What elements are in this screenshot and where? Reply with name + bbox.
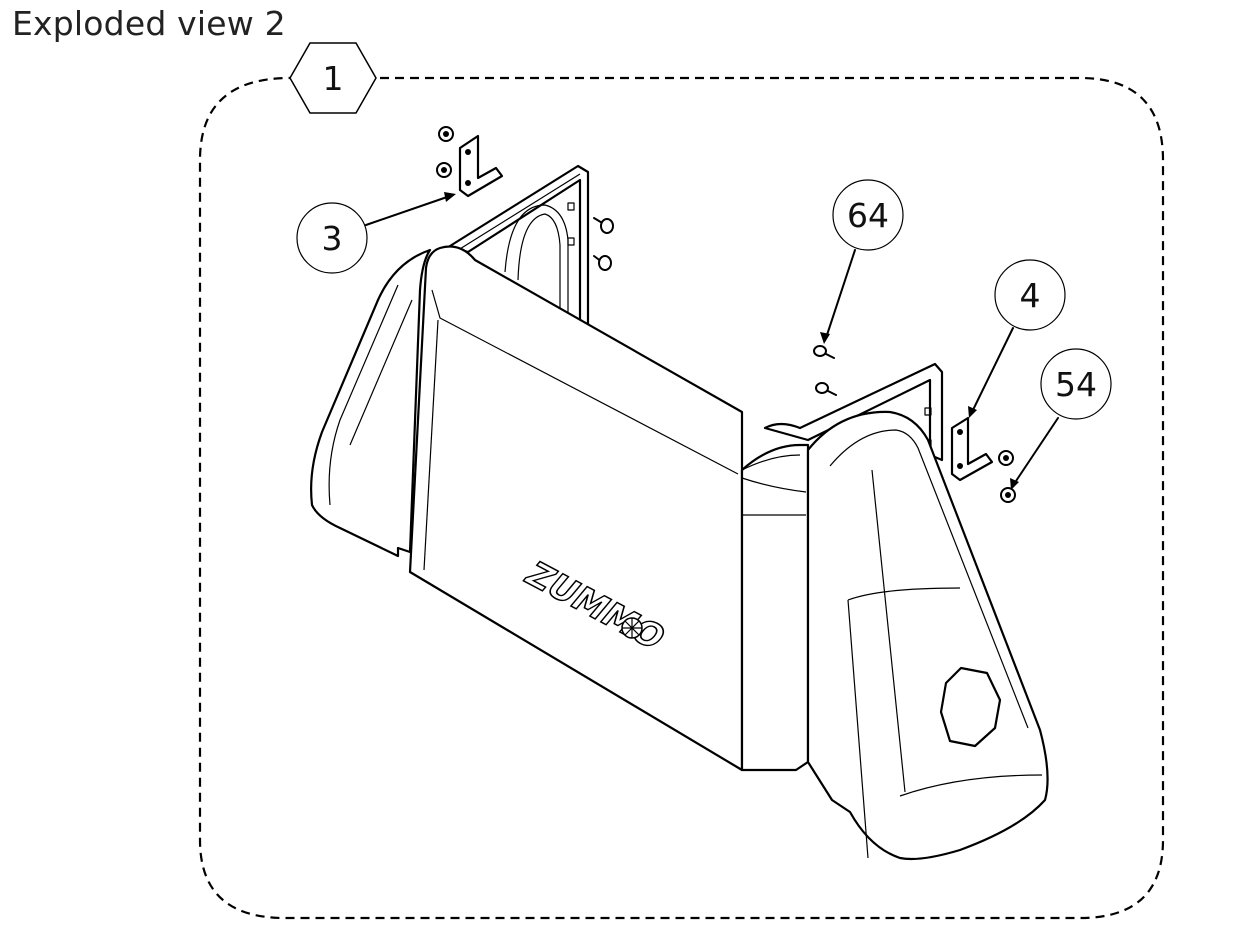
nut-right-1 bbox=[998, 450, 1014, 466]
bracket-right bbox=[950, 416, 994, 482]
screw-64-upper bbox=[813, 345, 835, 359]
callout-54-label: 54 bbox=[1055, 365, 1097, 404]
callout-4: 4 bbox=[968, 259, 1066, 418]
page-title: Exploded view 2 bbox=[12, 4, 286, 43]
center-column bbox=[740, 443, 810, 772]
screw-back-upper bbox=[593, 217, 614, 234]
callout-64-label: 64 bbox=[847, 196, 889, 235]
bracket-left bbox=[458, 134, 504, 198]
callout-4-label: 4 bbox=[1020, 276, 1041, 315]
screw-back-lower bbox=[593, 255, 612, 271]
housing-assembly: ZUMMO bbox=[310, 164, 1049, 861]
front-panel bbox=[408, 245, 744, 772]
callout-64: 64 bbox=[820, 179, 904, 344]
assembly-boundary bbox=[198, 76, 1165, 920]
nut-left-bottom bbox=[436, 162, 452, 178]
octagon-port bbox=[939, 666, 1002, 748]
assembly-hex-label: 1 bbox=[323, 59, 344, 98]
callout-3: 3 bbox=[296, 192, 456, 274]
screw-64-lower bbox=[815, 382, 837, 396]
right-side-shell bbox=[806, 410, 1049, 861]
assembly-hex-badge: 1 bbox=[289, 42, 377, 114]
nut-right-2 bbox=[1000, 487, 1016, 503]
callout-54: 54 bbox=[1010, 348, 1112, 490]
callout-3-label: 3 bbox=[322, 219, 343, 258]
nut-left-top bbox=[438, 126, 454, 142]
